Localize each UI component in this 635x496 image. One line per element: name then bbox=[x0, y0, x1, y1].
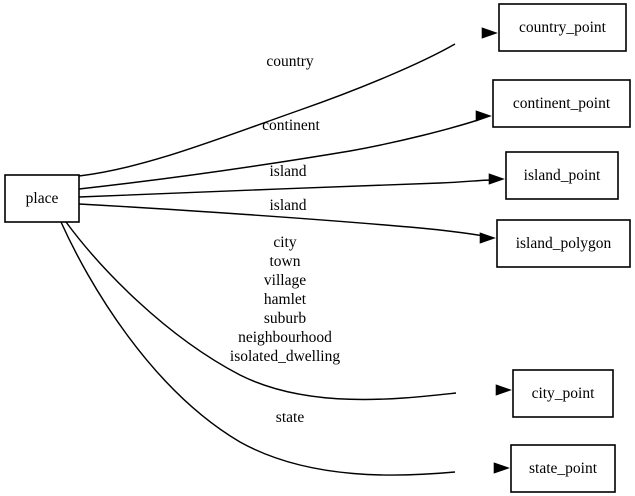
arrowhead-icon bbox=[481, 27, 498, 39]
edge-label-island_polygon: island bbox=[269, 197, 306, 214]
edge-line bbox=[78, 119, 479, 190]
edge-place-to-country_point bbox=[78, 27, 498, 177]
node-box-state_point[interactable] bbox=[510, 444, 616, 493]
node-label-continent_point: continent_point bbox=[513, 95, 611, 112]
edge-place-to-state_point bbox=[60, 221, 510, 476]
node-box-country_point[interactable] bbox=[498, 3, 627, 52]
edge-label-line: hamlet bbox=[264, 291, 307, 308]
node-label-country_point: country_point bbox=[519, 19, 607, 36]
arrowhead-icon bbox=[493, 462, 510, 474]
edge-label-line: island bbox=[269, 197, 306, 214]
edge-label-line: village bbox=[264, 272, 306, 289]
node-city_point[interactable]: city_point bbox=[512, 369, 614, 418]
edges-layer bbox=[60, 27, 512, 476]
edge-place-to-city_point bbox=[65, 221, 512, 401]
edge-label-island_point: island bbox=[269, 163, 306, 180]
edge-label-line: neighbourhood bbox=[238, 329, 332, 346]
node-label-city_point: city_point bbox=[532, 385, 596, 402]
edge-place-to-island_polygon bbox=[78, 203, 496, 244]
edge-line bbox=[78, 203, 485, 237]
edge-line bbox=[60, 221, 456, 476]
arrowhead-icon bbox=[479, 232, 496, 244]
edge-label-line: town bbox=[270, 253, 301, 270]
edge-label-city_point: city town village hamlet suburb neighbourhood… bbox=[230, 234, 340, 365]
node-island_point[interactable]: island_point bbox=[505, 151, 619, 200]
arrowhead-icon bbox=[475, 110, 492, 122]
node-box-place[interactable] bbox=[4, 174, 80, 223]
edge-label-line: continent bbox=[262, 117, 320, 134]
edge-label-line: suburb bbox=[264, 310, 306, 327]
edge-label-line: island bbox=[269, 163, 306, 180]
node-label-state_point: state_point bbox=[529, 460, 598, 477]
node-state_point[interactable]: state_point bbox=[510, 444, 616, 493]
node-island_polygon[interactable]: island_polygon bbox=[496, 219, 631, 268]
arrowhead-icon bbox=[488, 173, 505, 185]
edge-label-line: isolated_dwelling bbox=[230, 348, 340, 365]
edge-label-continent_point: continent bbox=[262, 117, 320, 134]
edge-label-line: city bbox=[273, 234, 296, 251]
arrowhead-icon bbox=[495, 384, 512, 396]
node-label-island_polygon: island_polygon bbox=[516, 235, 612, 252]
node-box-city_point[interactable] bbox=[512, 369, 614, 418]
node-continent_point[interactable]: continent_point bbox=[492, 79, 631, 128]
edge-labels-layer: country continent island island city town vill… bbox=[230, 53, 340, 426]
node-place[interactable]: place bbox=[4, 174, 80, 223]
edge-place-to-continent_point bbox=[78, 110, 492, 190]
nodes-layer: place country_point continent_point island_… bbox=[4, 3, 631, 493]
node-label-island_point: island_point bbox=[524, 167, 601, 184]
edge-line bbox=[78, 179, 493, 198]
edge-label-state_point: state bbox=[276, 409, 305, 426]
edge-place-to-island_point bbox=[78, 173, 505, 198]
node-box-continent_point[interactable] bbox=[492, 79, 631, 128]
node-country_point[interactable]: country_point bbox=[498, 3, 627, 52]
node-box-island_polygon[interactable] bbox=[496, 219, 631, 268]
edge-label-country_point: country bbox=[266, 53, 314, 70]
edge-label-line: country bbox=[266, 53, 314, 70]
node-label-place: place bbox=[26, 190, 59, 207]
node-box-island_point[interactable] bbox=[505, 151, 619, 200]
edge-label-line: state bbox=[276, 409, 305, 426]
edge-line bbox=[65, 221, 457, 401]
edge-line bbox=[78, 43, 456, 177]
